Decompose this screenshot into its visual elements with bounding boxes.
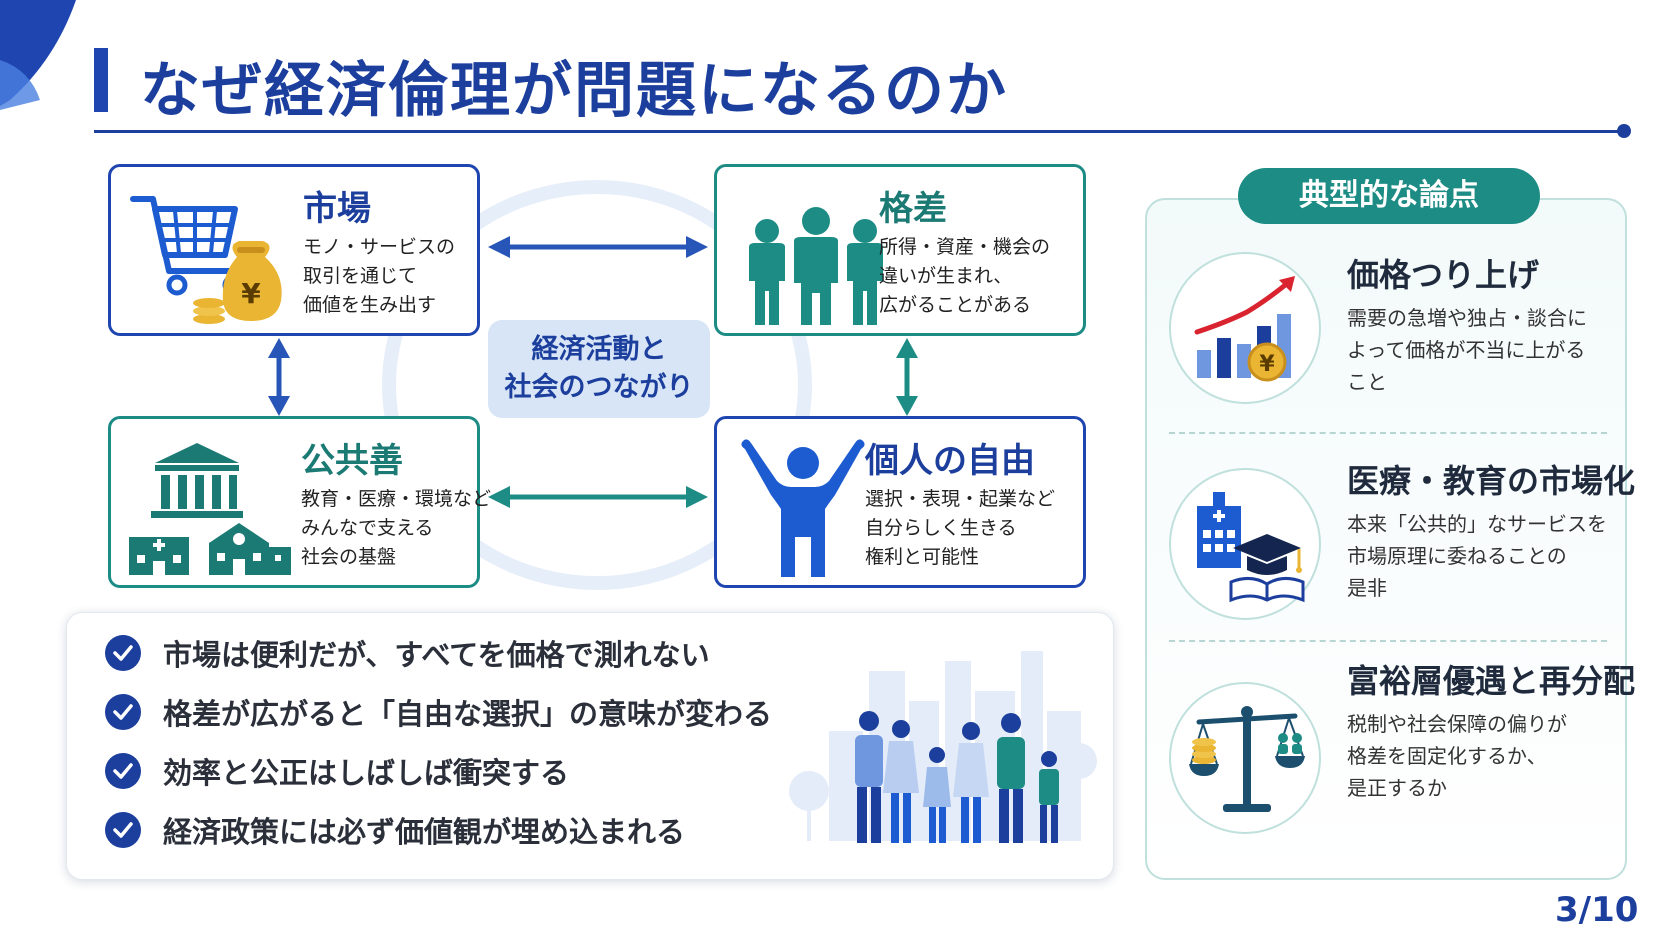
card-freedom: 個人の自由 選択・表現・起業など 自分らしく生きる 権利と可能性 <box>714 416 1086 588</box>
issue-title: 医療・教育の市場化 <box>1347 462 1636 500</box>
center-label-line1: 経済活動と <box>531 334 667 365</box>
corner-decoration <box>0 0 76 110</box>
typical-issues-panel: ¥ 価格つり上げ 需要の急増や独占・談合に よって価格が不当に上がる こと 医療… <box>1145 198 1635 880</box>
center-label-line2: 社会のつながり <box>504 372 694 403</box>
arrow-inequality-freedom <box>896 338 918 416</box>
issue-desc: 本来「公共的」なサービスを 市場原理に委ねることの 是非 <box>1347 512 1607 600</box>
center-label-box: 経済活動と 社会のつながり <box>488 320 710 418</box>
check-icon <box>105 694 141 730</box>
yen-symbol: ¥ <box>1259 352 1275 377</box>
person-arms-raised-icon <box>741 439 865 577</box>
card-title-freedom: 個人の自由 <box>865 441 1035 481</box>
key-point: 市場は便利だが、すべてを価格で測れない <box>105 633 710 673</box>
arrow-market-public <box>268 338 290 416</box>
key-point: 経済政策には必ず価値観が埋め込まれる <box>105 810 685 850</box>
balance-scale-icon <box>1189 706 1305 812</box>
issue-icon-circle <box>1169 682 1321 834</box>
card-title-market: 市場 <box>303 189 371 229</box>
page-number: 3/10 <box>1555 890 1639 930</box>
key-point: 格差が広がると「自由な選択」の意味が変わる <box>105 692 772 732</box>
issue-desc: 税制や社会保障の偏りが 格差を固定化するか、 是正するか <box>1347 712 1567 800</box>
issue-desc: 需要の急増や独占・談合に よって価格が不当に上がる こと <box>1347 306 1587 394</box>
arrow-market-inequality <box>488 236 708 258</box>
card-desc-inequality: 所得・資産・機会の 違いが生まれ、 広がることがある <box>879 236 1051 316</box>
key-point: 効率と公正はしばしば衝突する <box>105 751 569 791</box>
card-title-inequality: 格差 <box>879 189 947 229</box>
key-points-box: 市場は便利だが、すべてを価格で測れない 格差が広がると「自由な選択」の意味が変わ… <box>66 612 1114 880</box>
check-icon <box>105 753 141 789</box>
check-icon <box>105 635 141 671</box>
title-underline-dot <box>1617 124 1631 138</box>
shopping-cart-money-icon: ¥ <box>130 196 282 324</box>
issue-icon-circle <box>1169 468 1321 620</box>
yen-symbol: ¥ <box>241 277 261 310</box>
page-title: なぜ経済倫理が問題になるのか <box>140 56 1008 126</box>
title-underline <box>94 130 1624 133</box>
card-title-public-good: 公共善 <box>301 441 403 481</box>
card-desc-public-good: 教育・医療・環境など みんなで支える 社会の基盤 <box>301 488 492 568</box>
issue-divider <box>1169 432 1607 434</box>
card-desc-freedom: 選択・表現・起業など 自分らしく生きる 権利と可能性 <box>865 488 1056 568</box>
check-icon <box>105 812 141 848</box>
card-public-good: 公共善 教育・医療・環境など みんなで支える 社会の基盤 <box>108 416 491 588</box>
hospital-graduation-icon <box>1197 492 1305 603</box>
public-buildings-icon <box>129 443 291 575</box>
issue-title: 富裕層優遇と再分配 <box>1347 662 1636 700</box>
panel-tab-label: 典型的な論点 <box>1238 168 1540 224</box>
title-accent-bar <box>94 48 108 112</box>
arrow-public-freedom <box>488 486 708 508</box>
people-group-icon <box>749 207 883 325</box>
family-city-illustration <box>789 651 1097 843</box>
issue-icon-circle: ¥ <box>1169 252 1321 404</box>
issue-title: 価格つり上げ <box>1347 256 1540 294</box>
card-market: ¥ 市場 モノ・サービスの 取引を通じて 価値を生み出す <box>108 164 480 336</box>
issue-divider <box>1169 640 1607 642</box>
card-desc-market: モノ・サービスの 取引を通じて 価値を生み出す <box>303 236 456 316</box>
card-inequality: 格差 所得・資産・機会の 違いが生まれ、 広がることがある <box>714 164 1086 336</box>
rising-price-chart-icon: ¥ <box>1194 276 1295 382</box>
